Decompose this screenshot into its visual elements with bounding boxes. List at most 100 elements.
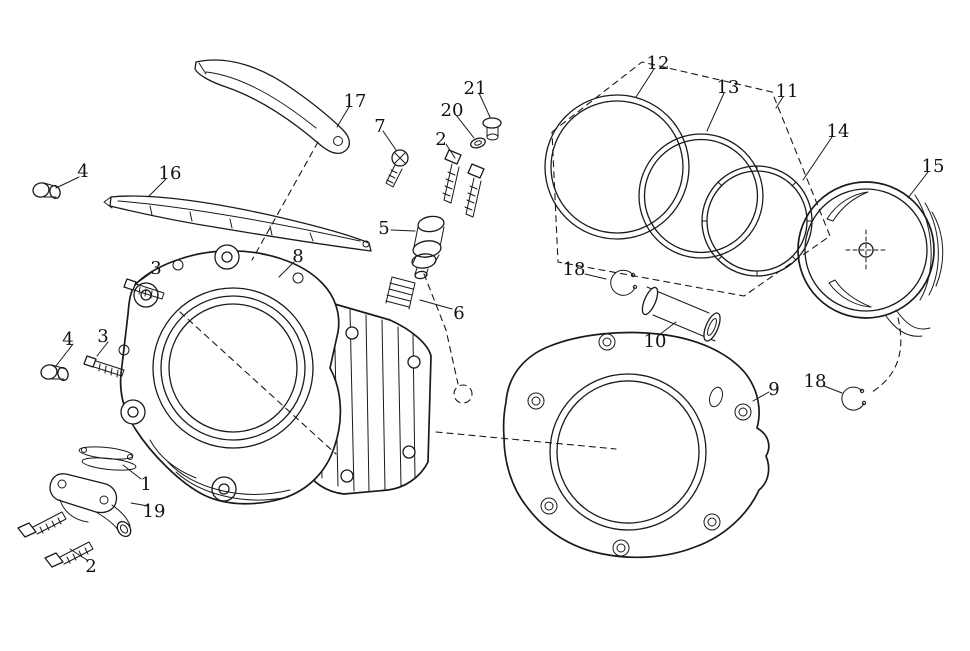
cylinder-small-holes <box>118 259 304 356</box>
pipe-bore <box>119 524 129 534</box>
part-label-2: 2 <box>435 129 446 150</box>
bolt-heads <box>444 149 485 179</box>
lifter-top <box>417 215 445 233</box>
guide-details <box>198 62 343 146</box>
flange-bolt-upper <box>123 278 165 301</box>
second-piston-ring <box>638 133 764 259</box>
part-label-13: 13 <box>717 77 740 98</box>
part-label-7: 7 <box>374 116 385 137</box>
ring-circles <box>638 133 764 259</box>
cylinder-ear-holes <box>120 244 240 502</box>
cylinder-bore <box>152 287 314 449</box>
bolt-head <box>83 355 97 368</box>
gasket-bore <box>549 373 707 531</box>
piston-skirt <box>885 194 944 337</box>
joint-bolts <box>17 511 94 568</box>
part-label-1: 1 <box>140 474 151 495</box>
shim-gasket <box>78 446 137 471</box>
gasket-outline <box>502 331 770 559</box>
blade-outline <box>109 195 372 252</box>
joint-flange-holes <box>57 479 109 505</box>
part-label-21: 21 <box>464 78 487 99</box>
blade-details <box>103 196 370 248</box>
part-label-14: 14 <box>827 121 850 142</box>
part-label-3a: 3 <box>150 258 161 279</box>
plug-stem <box>486 126 499 141</box>
circlip-ends <box>630 272 638 290</box>
oil-ring <box>701 165 813 277</box>
part-label-20: 20 <box>441 100 464 121</box>
piston-pin-circlip-right <box>841 386 867 411</box>
ring-ticks <box>701 165 813 277</box>
cylinder-skirt-lines <box>149 439 291 501</box>
joint-flange <box>49 473 118 514</box>
pin-end-right <box>703 312 721 342</box>
cap-mouth <box>32 182 50 198</box>
washer-outer <box>470 137 486 149</box>
piston-center-cross <box>845 229 887 271</box>
cap-end <box>57 366 69 382</box>
piston-crown <box>797 181 935 319</box>
lifter-flange <box>411 253 437 269</box>
piston-pin <box>641 286 721 342</box>
piston-valve-reliefs <box>826 191 872 308</box>
part-label-18a: 18 <box>563 259 586 280</box>
part-labels: 17 7 2 20 21 12 13 11 14 15 4 16 3 8 5 6… <box>62 53 944 577</box>
part-label-6: 6 <box>453 303 464 324</box>
rubber-cap-lower <box>40 364 69 382</box>
gasket-slot <box>709 386 723 408</box>
shim-2 <box>81 457 137 471</box>
part-label-11: 11 <box>776 81 799 102</box>
rubber-cap-upper <box>32 182 61 200</box>
part-label-4a: 4 <box>77 161 88 182</box>
plug-cap <box>482 117 502 129</box>
ring-set-boundary <box>551 61 831 297</box>
tensioner-spring <box>385 276 416 310</box>
cylinder-gasket <box>502 331 770 559</box>
cylinder-body <box>118 244 432 505</box>
part-label-16: 16 <box>159 163 182 184</box>
lifter-tip <box>414 270 428 280</box>
piston-pin-circlip-left <box>610 269 638 296</box>
chain-tensioner-lifter <box>411 215 445 280</box>
part-label-5: 5 <box>378 218 389 239</box>
gasket-bolt-holes <box>527 333 752 557</box>
chain-tensioner-blade <box>103 195 372 252</box>
washer <box>470 137 486 149</box>
guide-screw <box>385 149 409 188</box>
part-label-4b: 4 <box>62 329 73 350</box>
circlip-ring <box>610 269 636 296</box>
cap-mouth <box>40 364 58 380</box>
spring-coils <box>385 276 416 310</box>
pin-bore <box>707 318 717 336</box>
piston <box>797 181 944 337</box>
pin-end-left <box>641 286 659 316</box>
part-label-15: 15 <box>922 156 945 177</box>
bolt-shank <box>93 360 125 378</box>
bolt-shanks <box>32 511 94 565</box>
tensioner-bolts <box>442 149 485 218</box>
shim-holes <box>81 447 133 460</box>
part-label-10: 10 <box>644 331 667 352</box>
ring-circles <box>544 94 690 240</box>
bolt-shank <box>133 283 165 301</box>
guide-outline <box>194 59 350 155</box>
part-label-8: 8 <box>292 246 303 267</box>
part-label-12: 12 <box>647 53 670 74</box>
alignment-lines <box>179 141 902 455</box>
pipe-mouth <box>116 520 132 538</box>
bolt-shanks <box>442 163 482 218</box>
lifter-mid <box>412 240 442 258</box>
top-piston-ring <box>544 94 690 240</box>
cam-chain-guide <box>194 59 350 155</box>
part-label-3b: 3 <box>97 326 108 347</box>
circlip-ends <box>859 388 867 406</box>
part-label-18b: 18 <box>804 371 827 392</box>
cap-end <box>49 184 61 200</box>
bolt-heads <box>17 522 64 568</box>
coolant-joint <box>49 473 132 538</box>
flange-bolt-lower <box>83 355 125 378</box>
part-label-2b: 2 <box>85 556 96 577</box>
